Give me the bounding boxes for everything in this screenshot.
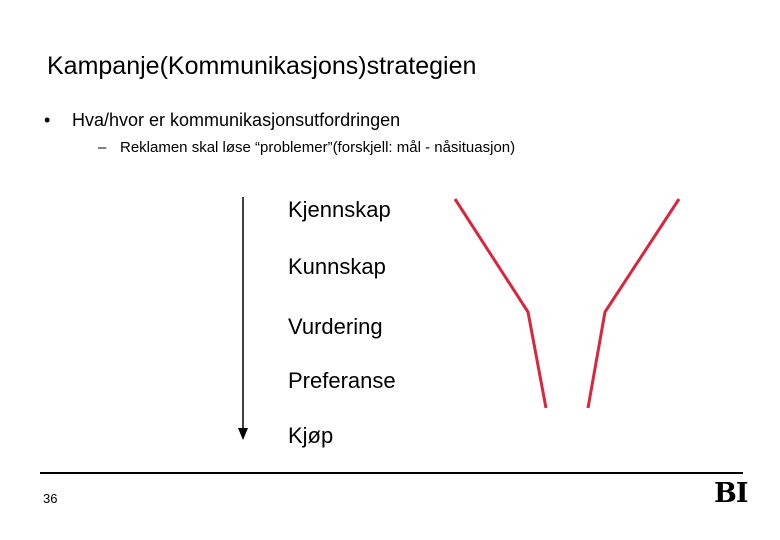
bi-logo: BI [714, 478, 748, 509]
sub-bullet-marker: – [98, 139, 107, 156]
funnel-left-line [453, 198, 548, 409]
bullet-text: Hva/hvor er kommunikasjonsutfordringen [72, 110, 401, 130]
bullet-marker: • [44, 110, 51, 130]
funnel-right-line [586, 198, 681, 409]
stage-label-kunnskap: Kunnskap [288, 254, 386, 279]
slide-title: Kampanje(Kommunikasjons)strategien [47, 52, 477, 80]
stage-label-vurdering: Vurdering [288, 314, 383, 339]
stage-label-kjennskap: Kjennskap [288, 197, 391, 222]
sub-bullet-text: Reklamen skal løse “problemer”(forskjell… [120, 139, 516, 156]
down-arrow [238, 197, 248, 440]
page-number: 36 [43, 491, 58, 506]
bullet-item: • Hva/hvor er kommunikasjonsutfordringen [44, 110, 400, 131]
stage-label-preferanse: Preferanse [288, 368, 396, 393]
stage-label-kjop: Kjøp [288, 423, 334, 448]
sub-bullet-item: –Reklamen skal løse “problemer”(forskjel… [98, 139, 515, 156]
footer-divider [40, 472, 743, 474]
